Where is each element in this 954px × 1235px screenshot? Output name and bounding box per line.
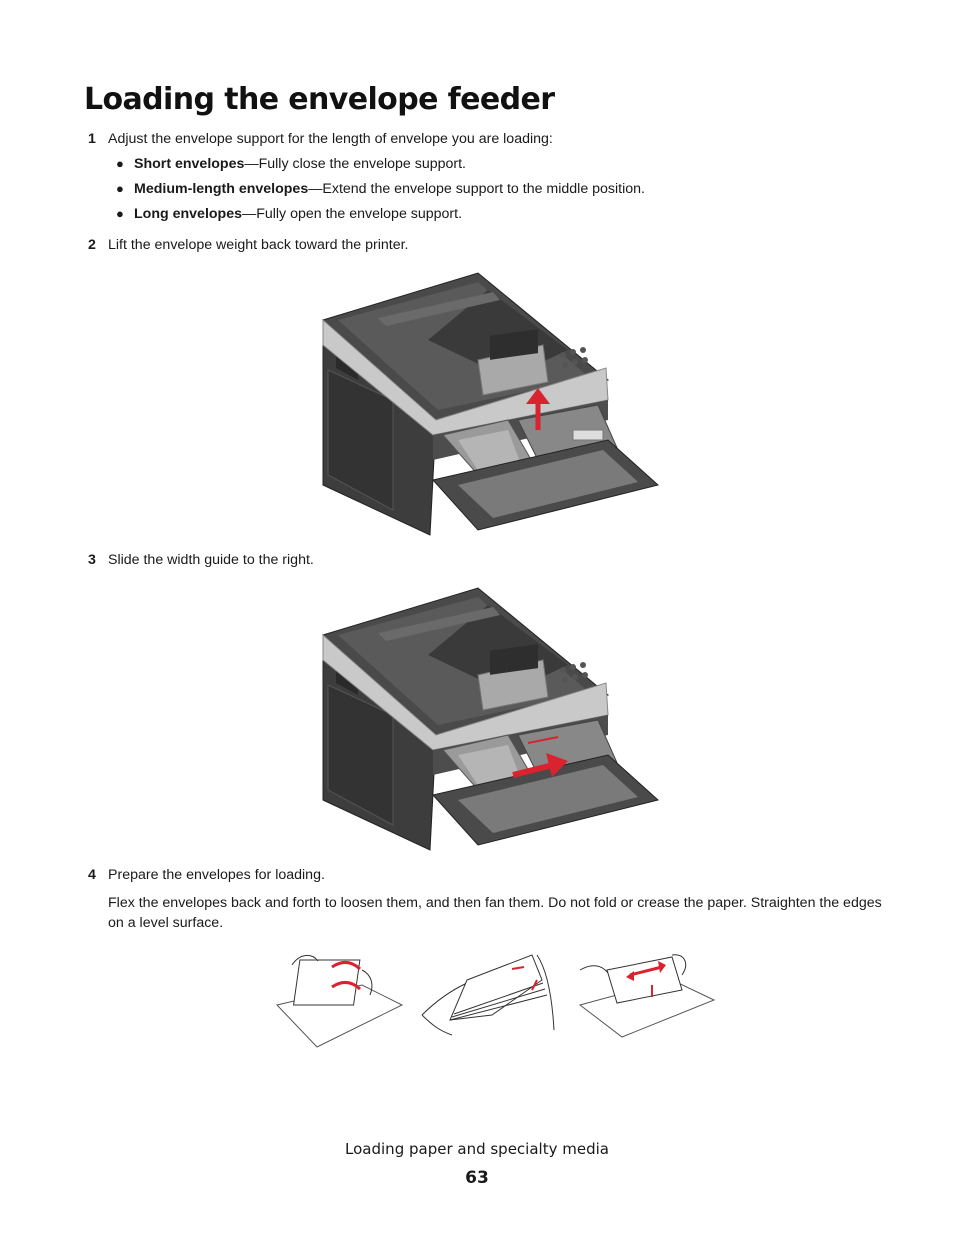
bullet-term: Short envelopes [134, 156, 245, 172]
step-number: 3 [88, 552, 96, 568]
flex-envelopes-icon [276, 955, 404, 1048]
bullet-icon: ● [116, 206, 124, 221]
bullet-item: ● Short envelopes—Fully close the envelop… [116, 156, 466, 172]
step-number: 1 [88, 131, 96, 147]
step-text: Adjust the envelope support for the leng… [108, 131, 553, 147]
page-number: 63 [465, 1168, 489, 1188]
prepare-envelopes-illustration [276, 954, 716, 1048]
step-4-detail: Flex the envelopes back and forth to loo… [108, 895, 882, 931]
step-3: 3 Slide the width guide to the right. [88, 552, 314, 568]
bullet-item: ● Long envelopes—Fully open the envelope … [116, 206, 462, 222]
bullet-desc: —Extend the envelope support to the midd… [308, 181, 645, 197]
printer-width-guide-illustration [321, 587, 660, 851]
bullet-desc: —Fully open the envelope support. [242, 206, 463, 222]
step-1: 1 Adjust the envelope support for the len… [88, 131, 553, 147]
step-text: Prepare the envelopes for loading. [108, 867, 325, 883]
bullet-term: Medium-length envelopes [134, 181, 309, 197]
step-2: 2 Lift the envelope weight back toward th… [88, 237, 409, 253]
bullet-desc: —Fully close the envelope support. [244, 156, 466, 172]
bullet-icon: ● [116, 181, 124, 196]
printer-envelope-weight-illustration [321, 272, 660, 536]
step-number: 4 [88, 867, 96, 883]
page-title: Loading the envelope feeder [84, 82, 555, 117]
straighten-envelopes-icon [578, 954, 716, 1038]
bullet-icon: ● [116, 156, 124, 171]
bullet-item: ● Medium-length envelopes—Extend the enve… [116, 181, 645, 197]
step-4: 4 Prepare the envelopes for loading. [88, 867, 325, 883]
bullet-term: Long envelopes [134, 206, 242, 222]
step-text: Slide the width guide to the right. [108, 552, 314, 568]
footer-section: Loading paper and specialty media [345, 1140, 609, 1158]
step-text: Lift the envelope weight back toward the… [108, 237, 409, 253]
step-number: 2 [88, 237, 96, 253]
fan-envelopes-icon [421, 954, 555, 1036]
